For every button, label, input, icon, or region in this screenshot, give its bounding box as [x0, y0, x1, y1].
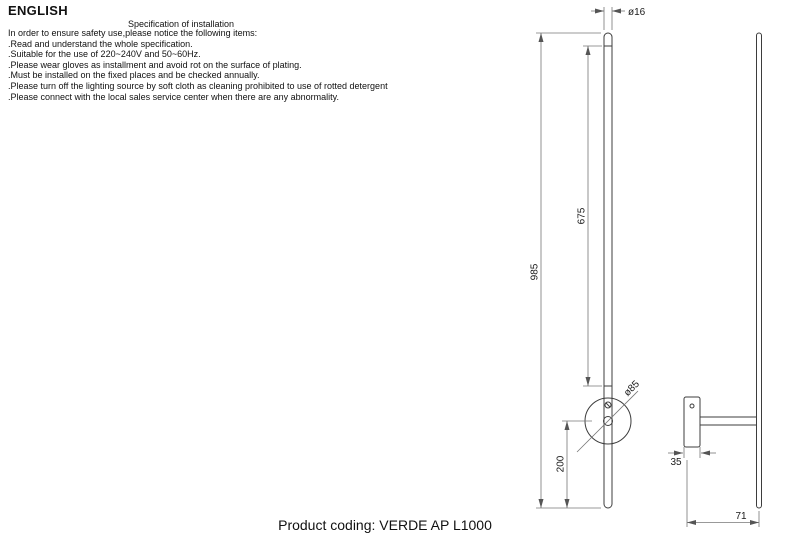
- side-view: [683, 32, 762, 509]
- dim-wall-distance: 71: [735, 511, 747, 522]
- dim-led-length: 675: [577, 207, 588, 224]
- mount-screw: [604, 401, 612, 409]
- wall-plate: [683, 396, 701, 448]
- mount-screw-slot: [605, 402, 611, 408]
- installation-instructions: In order to ensure safety use,please not…: [8, 28, 388, 102]
- instruction-item: .Please wear gloves as installment and a…: [8, 59, 302, 70]
- plate-screw: [689, 403, 695, 409]
- lamp-bar-front: [603, 32, 613, 509]
- dim-bracket-width: 35: [670, 457, 682, 468]
- dim-overall-length: 985: [530, 263, 541, 280]
- dim-mount-diameter: ø85: [622, 378, 642, 398]
- dim-top-diameter: ø16: [628, 7, 646, 18]
- instruction-item: .Read and understand the whole specifica…: [8, 38, 193, 49]
- instruction-item: .Please turn off the lighting source by …: [8, 80, 388, 91]
- mount-arm: [699, 416, 757, 426]
- lamp-bar-side: [756, 32, 762, 509]
- dimension-lines: [536, 7, 760, 527]
- dimension-labels: ø16 985 675 200 ø85 35 71: [530, 7, 747, 522]
- instruction-item: .Must be installed on the fixed places a…: [8, 70, 260, 81]
- language-title: ENGLISH: [8, 3, 68, 18]
- instruction-item: .Suitable for the use of 220~240V and 50…: [8, 49, 201, 60]
- mount-center-hole: [603, 416, 613, 426]
- front-view: [584, 32, 632, 509]
- instruction-item: .Please connect with the local sales ser…: [8, 91, 340, 102]
- subtitle: Specification of installation: [128, 19, 235, 29]
- dim-mount-offset: 200: [556, 455, 567, 472]
- product-coding: Product coding: VERDE AP L1000: [278, 517, 492, 533]
- instructions-intro: In order to ensure safety use,please not…: [8, 28, 258, 38]
